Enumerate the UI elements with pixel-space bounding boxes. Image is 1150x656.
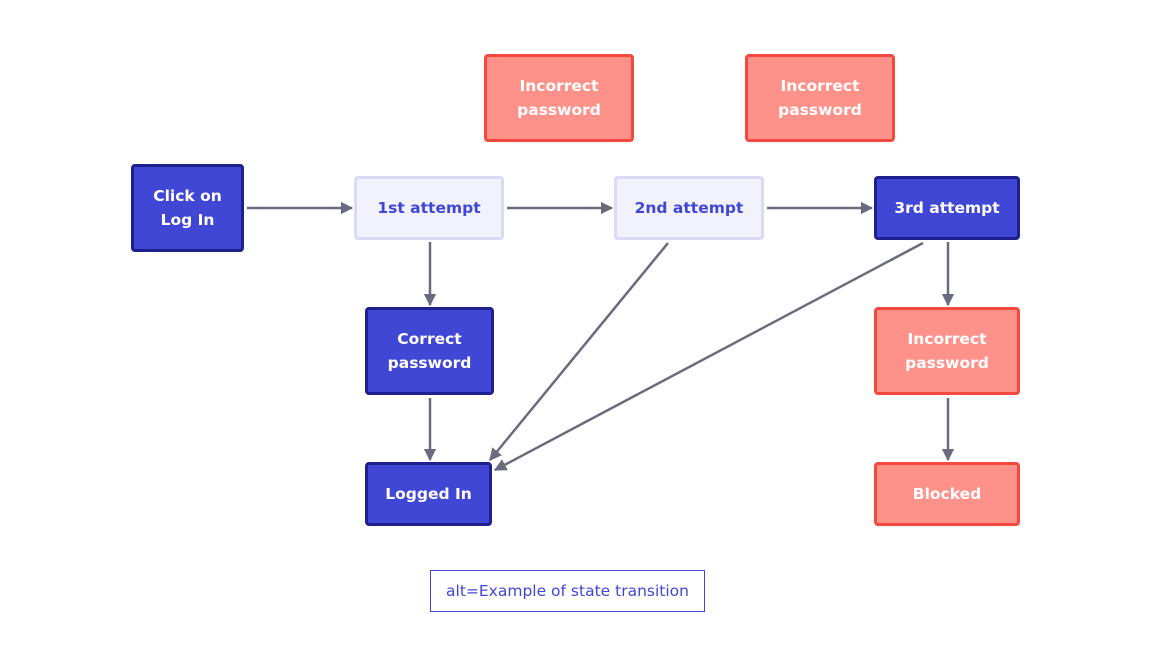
node-2nd-attempt: 2nd attempt: [614, 176, 764, 240]
arrow-attempt2-to-loggedin: [489, 242, 669, 461]
node-click-on-log-in: Click on Log In: [131, 164, 244, 252]
node-blocked: Blocked: [874, 462, 1020, 526]
node-3rd-attempt: 3rd attempt: [874, 176, 1020, 240]
arrow-attempt3-to-loggedin: [493, 241, 924, 472]
alt-caption: alt=Example of state transition: [430, 570, 705, 612]
node-logged-in: Logged In: [365, 462, 492, 526]
node-correct-password: Correct password: [365, 307, 494, 395]
node-incorrect-password-3: Incorrect password: [874, 307, 1020, 395]
node-1st-attempt: 1st attempt: [354, 176, 504, 240]
node-incorrect-password-1: Incorrect password: [484, 54, 634, 142]
node-incorrect-password-2: Incorrect password: [745, 54, 895, 142]
